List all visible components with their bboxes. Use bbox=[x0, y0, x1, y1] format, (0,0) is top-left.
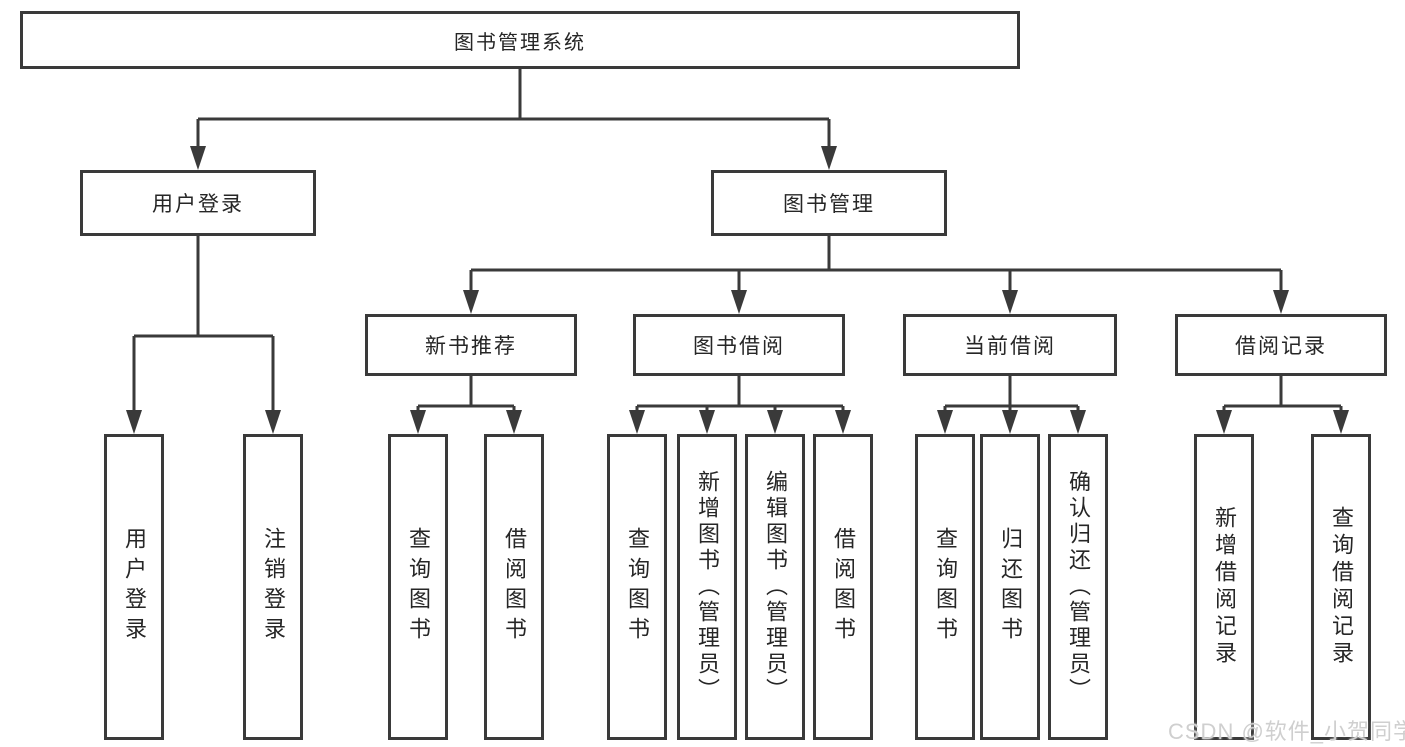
node-new-book-recommend: 新书推荐 bbox=[365, 314, 577, 376]
leaf-borrow-add-book-admin: 新增图书（管理员） bbox=[677, 434, 737, 740]
leaf-borrow-edit-book-admin: 编辑图书（管理员） bbox=[745, 434, 805, 740]
leaf-recommend-query-book: 查询图书 bbox=[388, 434, 448, 740]
leaf-current-confirm-return-admin: 确认归还（管理员） bbox=[1048, 434, 1108, 740]
leaf-borrow-borrow-book: 借阅图书 bbox=[813, 434, 873, 740]
arrowheads bbox=[126, 146, 1349, 434]
leaf-current-query-book: 查询图书 bbox=[915, 434, 975, 740]
node-book-borrow: 图书借阅 bbox=[633, 314, 845, 376]
leaf-user-login: 用户登录 bbox=[104, 434, 164, 740]
leaf-recommend-borrow-book: 借阅图书 bbox=[484, 434, 544, 740]
leaf-current-return-book: 归还图书 bbox=[980, 434, 1040, 740]
node-user-login: 用户登录 bbox=[80, 170, 316, 236]
leaf-records-add-record: 新增借阅记录 bbox=[1194, 434, 1254, 740]
node-current-borrow: 当前借阅 bbox=[903, 314, 1117, 376]
leaf-records-query-record: 查询借阅记录 bbox=[1311, 434, 1371, 740]
leaf-logout: 注销登录 bbox=[243, 434, 303, 740]
node-borrow-records: 借阅记录 bbox=[1175, 314, 1387, 376]
node-library-management-system: 图书管理系统 bbox=[20, 11, 1020, 69]
leaf-borrow-query-book: 查询图书 bbox=[607, 434, 667, 740]
csdn-watermark: CSDN @软件_小贺同学 bbox=[1168, 719, 1405, 744]
node-book-management: 图书管理 bbox=[711, 170, 947, 236]
connector-paths bbox=[132, 69, 1343, 412]
